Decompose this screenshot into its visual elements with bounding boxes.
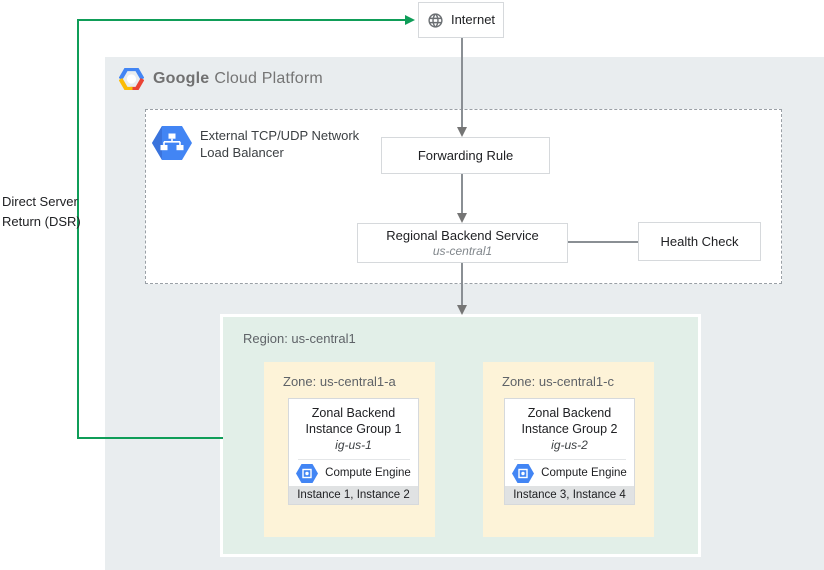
instance-group-2-title: Zonal Backend Instance Group 2 xyxy=(522,405,618,437)
compute-engine-icon xyxy=(296,463,319,483)
load-balancer-title-line2: Load Balancer xyxy=(200,145,284,160)
compute-engine-row: Compute Engine xyxy=(512,460,627,486)
dsr-arrowhead-right-icon xyxy=(405,14,415,25)
instance-group-1-id: ig-us-1 xyxy=(335,438,372,452)
divider xyxy=(513,459,626,460)
region-label: Region: us-central1 xyxy=(243,331,356,346)
instance-list-2: Instance 3, Instance 4 xyxy=(505,486,634,504)
instance-group-2-title-line1: Zonal Backend xyxy=(527,406,612,420)
brand-google: Google xyxy=(153,70,210,87)
dsr-label-line2: Return (DSR) xyxy=(2,214,81,229)
instance-group-2-id: ig-us-2 xyxy=(551,438,588,452)
health-check-node: Health Check xyxy=(638,222,761,261)
arrowhead-down-icon xyxy=(457,127,467,137)
instance-group-1-title-line2: Instance Group 1 xyxy=(305,422,402,436)
dsr-return-line-bottom xyxy=(77,437,223,439)
dsr-label-line1: Direct Server xyxy=(2,194,78,209)
compute-engine-row: Compute Engine xyxy=(296,460,411,486)
zone-c-label: Zone: us-central1-c xyxy=(502,374,614,389)
gcp-hexagon-logo-icon xyxy=(119,68,144,90)
arrowhead-down-icon xyxy=(457,213,467,223)
instance-group-1-title-line1: Zonal Backend xyxy=(311,406,396,420)
dsr-return-line-vertical xyxy=(77,19,79,439)
zone-a-label: Zone: us-central1-a xyxy=(283,374,396,389)
instance-group-2-title-line2: Instance Group 2 xyxy=(521,422,618,436)
load-balancer-title-line1: External TCP/UDP Network xyxy=(200,128,360,143)
compute-engine-label: Compute Engine xyxy=(541,467,627,479)
arrow-forwarding-rule-to-backend-service xyxy=(461,174,463,214)
internet-node: Internet xyxy=(418,2,504,38)
instance-group-1-title: Zonal Backend Instance Group 1 xyxy=(306,405,402,437)
dsr-label: Direct Server Return (DSR) xyxy=(2,192,81,232)
forwarding-rule-node: Forwarding Rule xyxy=(381,137,550,174)
arrow-internet-to-forwarding-rule xyxy=(461,38,463,128)
divider xyxy=(297,459,410,460)
internet-label: Internet xyxy=(450,12,496,27)
backend-service-region: us-central1 xyxy=(432,243,493,258)
globe-icon xyxy=(428,12,443,28)
regional-backend-service-label: Regional Backend Service xyxy=(386,227,539,243)
connector-backend-service-to-health-check xyxy=(568,241,638,243)
load-balancer-title: External TCP/UDP Network Load Balancer xyxy=(200,127,359,161)
compute-engine-icon xyxy=(512,463,535,483)
compute-engine-label: Compute Engine xyxy=(325,467,411,479)
arrow-backend-service-to-region xyxy=(461,263,463,306)
forwarding-rule-label: Forwarding Rule xyxy=(417,147,514,163)
instance-list-1: Instance 1, Instance 2 xyxy=(289,486,418,504)
instance-group-1-card: Zonal Backend Instance Group 1 ig-us-1 C… xyxy=(288,398,419,505)
instance-group-2-card: Zonal Backend Instance Group 2 ig-us-2 C… xyxy=(504,398,635,505)
brand-cloud-platform: Cloud Platform xyxy=(214,70,323,87)
network-load-balancer-icon xyxy=(152,126,192,160)
dsr-return-line-top xyxy=(77,19,407,21)
health-check-label: Health Check xyxy=(660,233,739,249)
arrowhead-down-icon xyxy=(457,305,467,315)
regional-backend-service-node: Regional Backend Service us-central1 xyxy=(357,223,568,263)
